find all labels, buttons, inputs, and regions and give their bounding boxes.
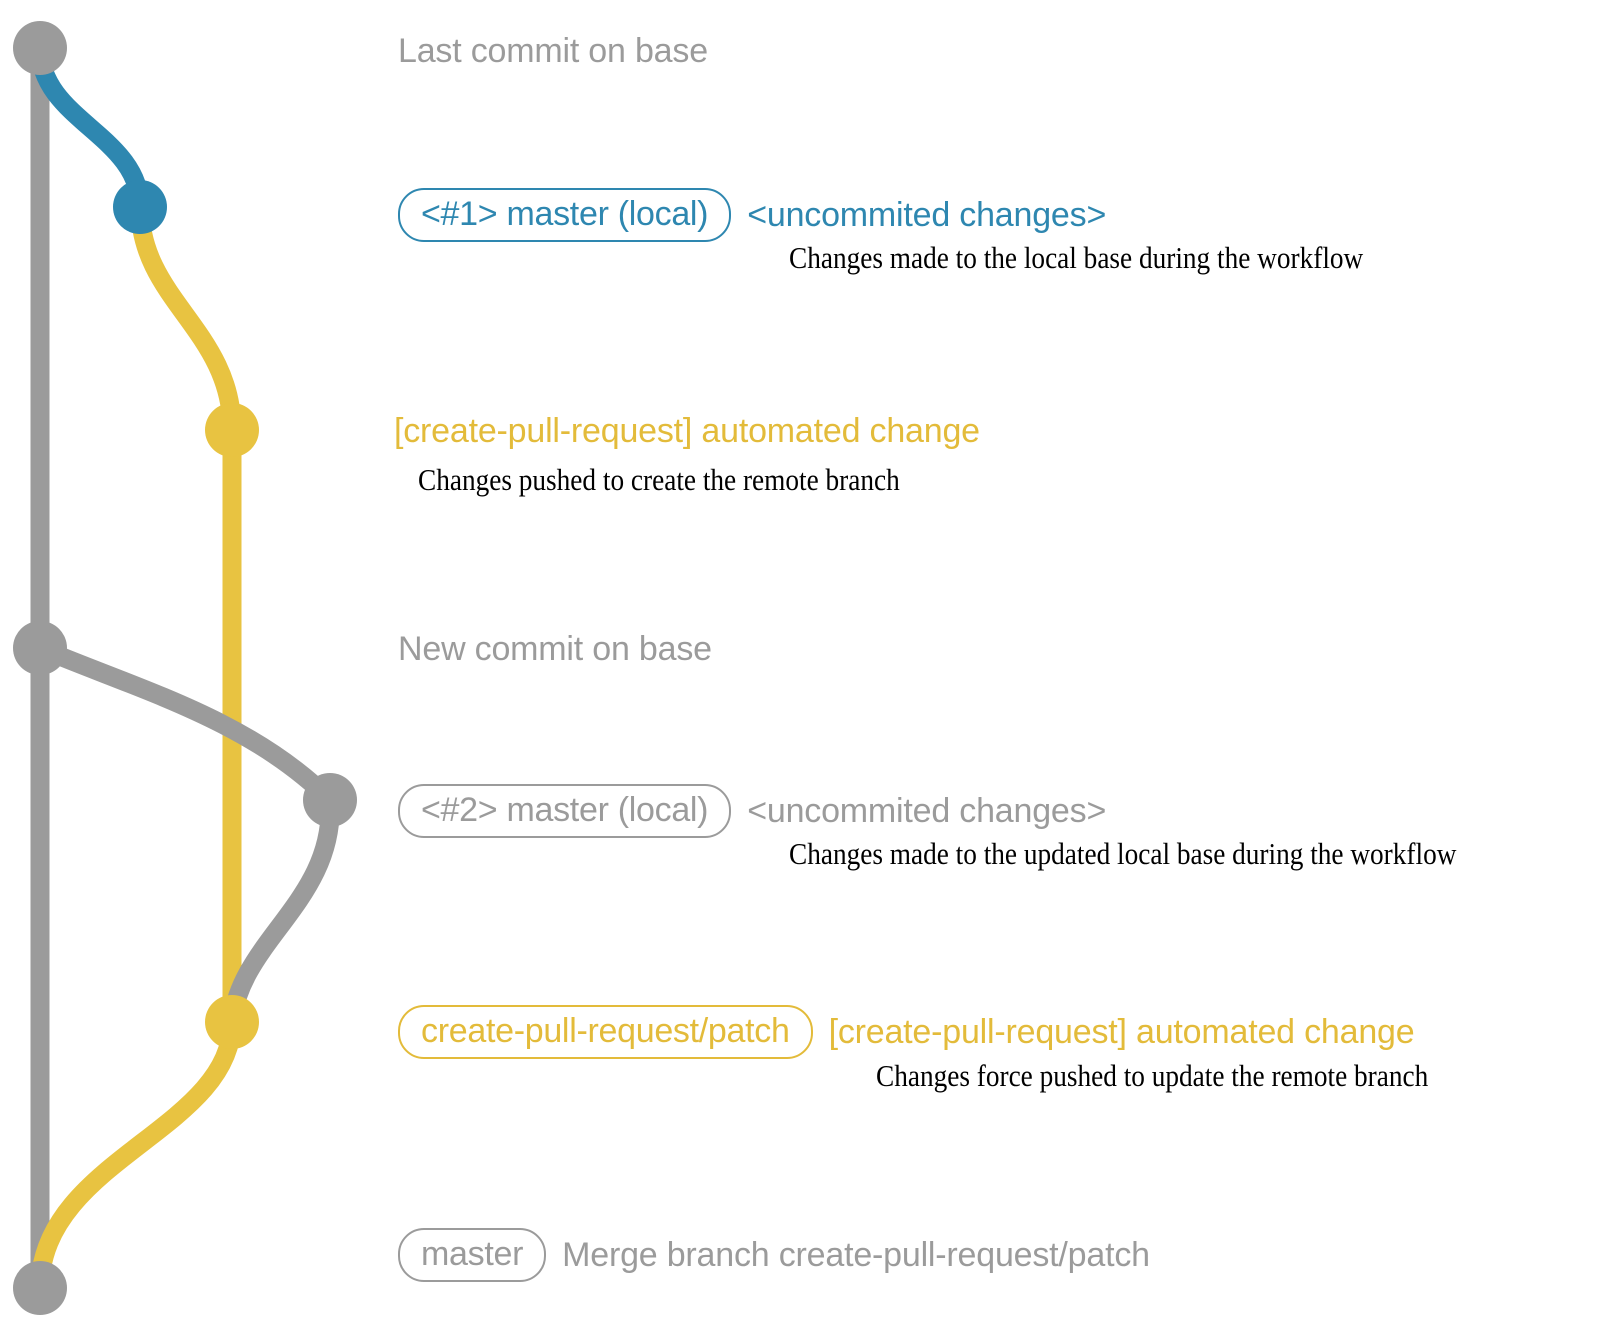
- commit-row-merge: master Merge branch create-pull-request/…: [398, 1228, 1150, 1282]
- commit-node-base-new[interactable]: [13, 621, 67, 675]
- commit-row-master-local-1: <#1> master (local) <uncommited changes>: [398, 188, 1106, 242]
- commit-nodes: [13, 21, 357, 1315]
- edge-local1-to-patch1: [130, 197, 242, 440]
- ref-badge-master-local-2[interactable]: <#2> master (local): [398, 784, 732, 838]
- edge-local2-to-patch2: [222, 790, 340, 1032]
- commit-subject-master-local-1: <uncommited changes>: [747, 195, 1107, 234]
- commit-subject-master-local-2: <uncommited changes>: [747, 791, 1107, 830]
- commit-subject-automated-change-2: [create-pull-request] automated change: [828, 1012, 1415, 1051]
- commit-row-automated-change-1: [create-pull-request] automated change: [394, 412, 980, 451]
- commit-subject-merge: Merge branch create-pull-request/patch: [562, 1235, 1150, 1274]
- commit-row-base-last: Last commit on base: [398, 32, 708, 71]
- commit-node-master-local-2[interactable]: [303, 773, 357, 827]
- edge-patch2-to-merge: [30, 1012, 242, 1298]
- ref-badge-master[interactable]: master: [398, 1228, 547, 1282]
- commit-node-master-local-1[interactable]: [113, 180, 167, 234]
- commit-node-automated-change-2[interactable]: [205, 995, 259, 1049]
- commit-subject-automated-change-1: [create-pull-request] automated change: [394, 412, 980, 450]
- ref-badge-create-pull-request-patch[interactable]: create-pull-request/patch: [398, 1005, 813, 1059]
- commit-description-automated-change-1: Changes pushed to create the remote bran…: [418, 462, 900, 497]
- commit-node-merge[interactable]: [13, 1261, 67, 1315]
- ref-badge-master-local-1[interactable]: <#1> master (local): [398, 188, 732, 242]
- commit-row-automated-change-2: create-pull-request/patch [create-pull-r…: [398, 1005, 1415, 1059]
- commit-description-automated-change-2: Changes force pushed to update the remot…: [876, 1058, 1429, 1093]
- commit-node-base-last[interactable]: [13, 21, 67, 75]
- commit-subject-base-last: Last commit on base: [398, 32, 708, 70]
- commit-description-master-local-2: Changes made to the updated local base d…: [789, 836, 1457, 871]
- commit-row-base-new: New commit on base: [398, 630, 712, 669]
- commit-row-master-local-2: <#2> master (local) <uncommited changes>: [398, 784, 1106, 838]
- edge-basenew-to-local2: [30, 638, 340, 810]
- commit-subject-base-new: New commit on base: [398, 630, 712, 668]
- commit-description-master-local-1: Changes made to the local base during th…: [789, 240, 1364, 275]
- commit-node-automated-change-1[interactable]: [205, 403, 259, 457]
